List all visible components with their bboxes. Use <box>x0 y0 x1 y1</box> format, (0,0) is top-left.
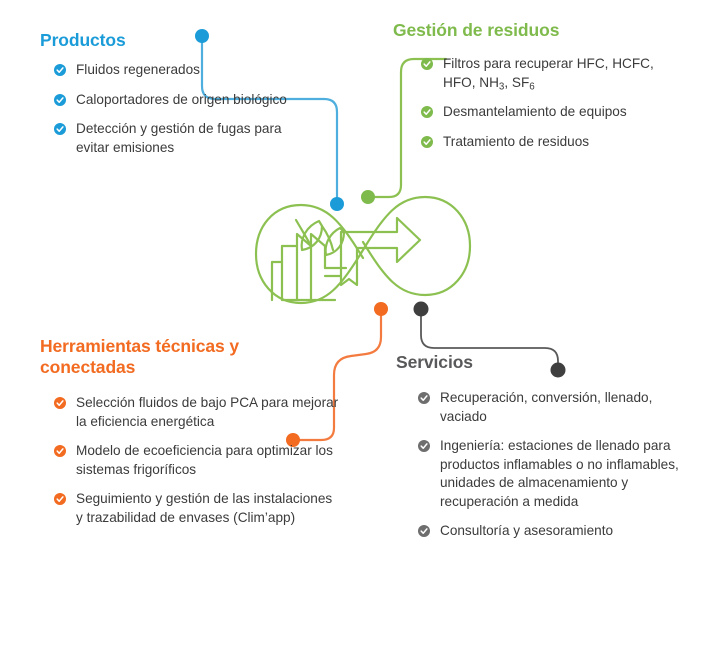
list-item-text: Selección fluidos de bajo PCA para mejor… <box>76 395 339 429</box>
list-item-text: Ingeniería: estaciones de llenado para p… <box>440 438 679 509</box>
list-item-text: Fluidos regenerados <box>76 62 200 77</box>
formula-subscript-3: 3 <box>498 81 505 93</box>
section-residuos-heading: Gestión de residuos <box>393 20 560 40</box>
infinity-loop-factory-recycling-logo <box>254 195 472 305</box>
check-circle-icon <box>54 397 66 409</box>
list-item: Detección y gestión de fugas para evitar… <box>54 120 308 157</box>
section-herramientas-heading: Herramientas técnicas y conectadas <box>40 336 340 378</box>
check-circle-icon <box>418 392 430 404</box>
heading-line-2: conectadas <box>40 357 136 377</box>
check-circle-icon <box>54 445 66 457</box>
check-circle-icon <box>418 440 430 452</box>
section-servicios-heading: Servicios <box>396 352 473 372</box>
connector-dot-herramientas-start <box>374 302 388 316</box>
section-herramientas: Herramientas técnicas y conectadas Selec… <box>40 336 340 527</box>
list-item-text: Tratamiento de residuos <box>443 133 590 149</box>
connector-dot-servicios-start <box>413 301 429 317</box>
list-item-text: Modelo de ecoeficiencia para optimizar l… <box>76 443 333 477</box>
section-herramientas-list: Selección fluidos de bajo PCA para mejor… <box>54 394 340 527</box>
section-servicios-list: Recuperación, conversión, llenado, vacia… <box>418 389 696 541</box>
check-circle-icon <box>421 106 433 118</box>
section-productos-heading: Productos <box>40 30 126 50</box>
section-residuos: Gestión de residuos Filtros para recuper… <box>393 20 683 151</box>
list-item-text: Desmantelamiento de equipos <box>443 104 627 119</box>
check-circle-icon <box>54 493 66 505</box>
formula-lead: Filtros para recuperar HFC, HCFC, HFO, N… <box>443 56 654 90</box>
heading-line-1: Herramientas técnicas y <box>40 336 240 356</box>
list-item-text: Filtros para recuperar HFC, HCFC, HFO, N… <box>443 56 654 93</box>
list-item-text: Detección y gestión de fugas para evitar… <box>76 121 282 155</box>
formula-mid: , SF <box>504 74 530 90</box>
list-item-text: Seguimiento y gestión de las instalacion… <box>76 491 333 525</box>
section-productos: Productos Fluidos regenerados Caloportad… <box>40 30 308 157</box>
section-productos-list: Fluidos regenerados Caloportadores de or… <box>54 61 308 157</box>
section-servicios: Servicios Recuperación, conversión, llen… <box>396 352 696 541</box>
list-item: Consultoría y asesoramiento <box>418 522 696 541</box>
list-item: Selección fluidos de bajo PCA para mejor… <box>54 394 340 431</box>
check-circle-icon <box>54 64 66 76</box>
list-item: Seguimiento y gestión de las instalacion… <box>54 490 340 527</box>
list-item: Recuperación, conversión, llenado, vacia… <box>418 389 696 426</box>
list-item: Ingeniería: estaciones de llenado para p… <box>418 437 696 511</box>
list-item-text: Caloportadores de origen biológico <box>76 91 287 107</box>
list-item-text: Recuperación, conversión, llenado, vacia… <box>440 390 653 424</box>
list-item: Modelo de ecoeficiencia para optimizar l… <box>54 442 340 479</box>
check-circle-icon <box>421 135 433 148</box>
list-item: Caloportadores de origen biológico <box>54 91 308 110</box>
list-item-text: Consultoría y asesoramiento <box>440 523 614 538</box>
check-circle-icon <box>418 525 430 537</box>
check-circle-icon <box>54 93 66 106</box>
connector-dot-residuos-start <box>361 190 375 204</box>
list-item: Desmantelamiento de equipos <box>421 103 683 122</box>
list-item: Filtros para recuperar HFC, HCFC, HFO, N… <box>421 55 683 92</box>
list-item: Tratamiento de residuos <box>421 133 683 152</box>
check-circle-icon <box>54 123 66 135</box>
check-circle-icon <box>421 58 433 70</box>
connector-dot-productos-end <box>330 197 344 211</box>
formula-subscript-6: 6 <box>529 81 535 93</box>
list-item: Fluidos regenerados <box>54 61 308 80</box>
section-residuos-list: Filtros para recuperar HFC, HCFC, HFO, N… <box>421 55 683 151</box>
